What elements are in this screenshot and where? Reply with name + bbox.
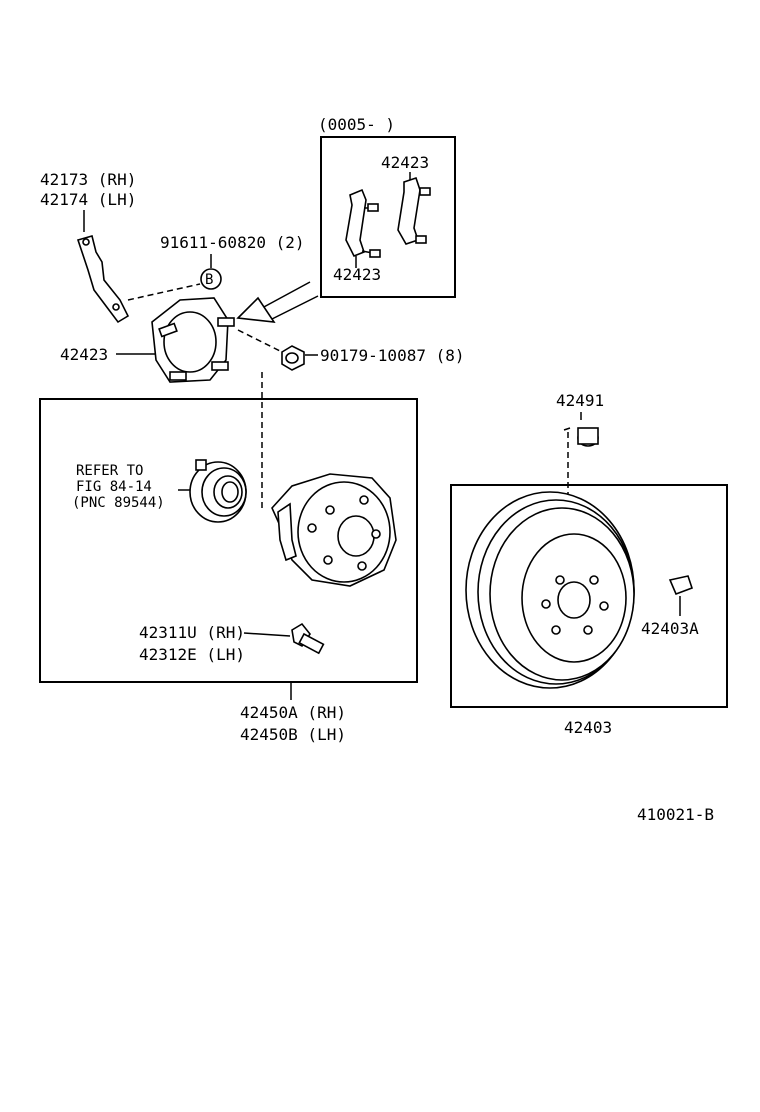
hub-nut	[281, 345, 305, 371]
hub-bolt	[291, 622, 325, 655]
inset-spacer-left	[345, 188, 381, 268]
callout-42311: 42311U (RH)	[139, 623, 245, 642]
callout-42173: 42173 (RH)	[40, 170, 136, 189]
hole-plug	[577, 427, 599, 447]
callout-42174: 42174 (LH)	[40, 190, 136, 209]
callout-42312: 42312E (LH)	[139, 645, 245, 664]
marker-b-circle	[200, 268, 222, 290]
inset-spacer-right	[397, 172, 431, 245]
axle-hub	[271, 473, 397, 587]
callout-42423-left: 42423	[60, 345, 108, 364]
refer-note-line1: REFER TO	[76, 463, 143, 479]
brake-drum	[465, 491, 635, 689]
callout-42403: 42403	[564, 718, 612, 737]
callout-90179: 90179-10087 (8)	[320, 346, 465, 365]
figure-code: 410021-B	[637, 805, 714, 824]
hub-assembly-box	[39, 398, 418, 683]
inset-box	[320, 136, 456, 298]
callout-42403a: 42403A	[641, 619, 699, 638]
callout-42491: 42491	[556, 391, 604, 410]
date-range-label: (0005- )	[318, 115, 395, 134]
dash-bracket-to-bolt	[127, 283, 201, 301]
sensor-bracket	[76, 235, 130, 324]
callout-42423-inset-bottom: 42423	[333, 265, 381, 284]
spacer-plate	[151, 297, 235, 383]
callout-91611: 91611-60820 (2)	[160, 233, 305, 252]
refer-note-line2: FIG 84-14	[76, 479, 152, 495]
hub-bearing	[189, 459, 247, 523]
refer-note-line3: (PNC 89544)	[72, 495, 165, 511]
marker-b: B	[205, 272, 213, 288]
reference-arrow	[236, 281, 319, 323]
callout-42423-inset-top: 42423	[381, 153, 429, 172]
callout-42450a: 42450A (RH)	[240, 703, 346, 722]
callout-42450b: 42450B (LH)	[240, 725, 346, 744]
drum-box	[450, 484, 728, 708]
drum-clip	[668, 575, 694, 596]
